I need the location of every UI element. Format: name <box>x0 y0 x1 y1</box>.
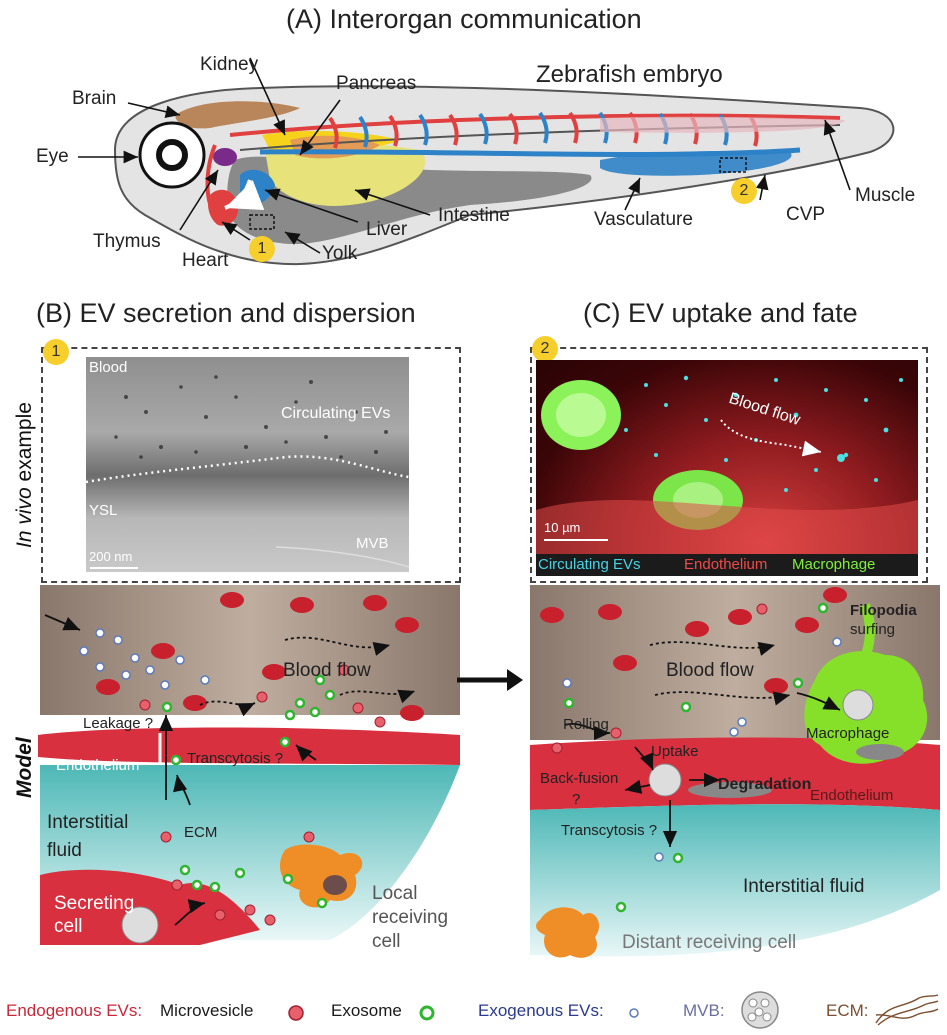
em-panel-frame <box>41 347 461 583</box>
legend-mvb-icon <box>741 991 779 1029</box>
model-b-transcytosis: Transcytosis ? <box>187 750 284 767</box>
label-eye: Eye <box>36 146 69 167</box>
fl-panel-frame <box>530 347 928 583</box>
em-label-ysl: YSL <box>89 502 118 519</box>
model-b-illustration <box>38 585 460 945</box>
panel-a-title: (A) Interorgan communication <box>286 4 642 34</box>
model-b-endothelium: Endothelium <box>56 757 140 774</box>
label-pancreas: Pancreas <box>336 73 417 94</box>
legend-ecm-icon <box>875 994 939 1026</box>
side-label-in-vivo-example: In vivo example <box>13 402 36 548</box>
label-liver: Liver <box>366 219 408 240</box>
model-b-blood-flow: Blood flow <box>283 660 371 681</box>
panel-b-badge: 1 <box>43 339 69 365</box>
model-b-ecm: ECM <box>184 824 218 841</box>
badge-2: 2 <box>731 178 757 204</box>
label-zebrafish-embryo: Zebrafish embryo <box>536 61 723 88</box>
model-c-degradation: Degradation <box>718 776 812 793</box>
model-b-secreting: Secreting <box>54 893 135 914</box>
model-b-cell-2: cell <box>372 931 401 952</box>
model-c-interstitial-fluid: Interstitial fluid <box>743 876 865 897</box>
fl-legend-endothelium: Endothelium <box>684 556 768 573</box>
label-muscle: Muscle <box>855 185 916 206</box>
fl-legend-circulating-evs: Circulating EVs <box>538 556 641 573</box>
legend-mvb: MVB: <box>683 1001 725 1020</box>
model-c-filopodia: Filopodia <box>850 602 917 619</box>
em-label-mvb: MVB <box>356 535 389 552</box>
em-scale-bar-label: 200 nm <box>89 549 133 564</box>
em-label-circulating-evs: Circulating EVs <box>281 405 391 422</box>
panel-c-title: (C) EV uptake and fate <box>583 298 858 328</box>
legend-ecm: ECM: <box>826 1001 869 1020</box>
legend-exogenous: Exogenous EVs: <box>478 1001 604 1020</box>
model-c-blood-flow: Blood flow <box>666 660 754 681</box>
model-c-illustration <box>530 585 940 958</box>
em-micrograph: Blood Circulating EVs YSL 200 nm MVB <box>86 357 409 572</box>
model-b-fluid: fluid <box>47 840 82 861</box>
model-b-interstitial: Interstitial <box>47 812 129 833</box>
legend-endogenous: Endogenous EVs: <box>6 1001 143 1020</box>
fl-legend: Circulating EVs Endothelium Macrophage <box>536 554 918 576</box>
fl-scale-bar-label: 10 µm <box>544 520 581 535</box>
model-c-backfusion-q: ? <box>572 791 581 808</box>
model-c-surfing: surfing <box>850 621 896 638</box>
label-intestine: Intestine <box>438 205 510 226</box>
legend-microvesicle: Microvesicle <box>160 1001 254 1020</box>
label-heart: Heart <box>182 250 229 271</box>
legend-exogenous-icon <box>629 1008 639 1018</box>
legend-microvesicle-icon <box>288 1005 304 1021</box>
model-b-local: Local <box>372 883 418 904</box>
legend-exosome-icon <box>419 1005 435 1021</box>
label-yolk: Yolk <box>322 243 358 264</box>
label-vasculature: Vasculature <box>594 209 693 230</box>
model-b-leakage: Leakage ? <box>83 715 154 732</box>
badge-1: 1 <box>249 236 275 262</box>
em-label-blood: Blood <box>89 359 128 376</box>
model-b-receiving: receiving <box>372 907 449 928</box>
legend-exosome: Exosome <box>331 1001 402 1020</box>
label-brain: Brain <box>72 88 117 109</box>
model-c-distant-receiving-cell: Distant receiving cell <box>622 932 797 953</box>
transition-arrow <box>457 669 523 691</box>
model-c-macrophage: Macrophage <box>806 725 890 742</box>
model-c-rolling: Rolling <box>563 716 609 733</box>
model-c-uptake: Uptake <box>651 743 699 760</box>
label-cvp: CVP <box>786 204 826 225</box>
model-c-endothelium: Endothelium <box>810 787 894 804</box>
model-c-transcytosis: Transcytosis ? <box>561 822 658 839</box>
model-c-backfusion: Back-fusion <box>540 770 619 787</box>
zebrafish-embryo-illustration <box>78 57 895 266</box>
label-thymus: Thymus <box>93 231 161 252</box>
label-kidney: Kidney <box>200 54 259 75</box>
fl-legend-macrophage: Macrophage <box>792 556 876 573</box>
fluorescence-image: Blood flow 10 µm Circulating EVs Endothe… <box>536 360 918 576</box>
model-b-cell: cell <box>54 916 83 937</box>
panel-c-badge: 2 <box>532 336 558 362</box>
panel-b-title: (B) EV secretion and dispersion <box>36 298 416 328</box>
